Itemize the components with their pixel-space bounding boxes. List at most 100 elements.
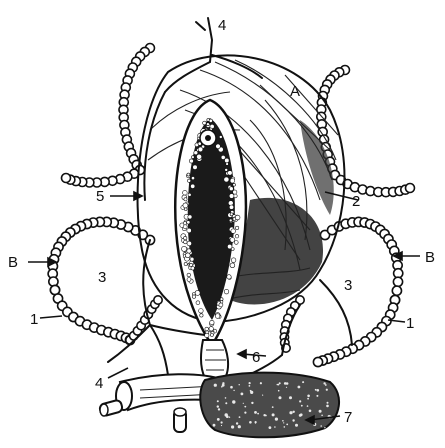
- stipple-dot: [299, 400, 301, 402]
- stipple-dot: [260, 382, 262, 384]
- stipple-dot: [244, 406, 246, 408]
- granule: [188, 193, 191, 196]
- stipple-dot: [274, 426, 276, 428]
- stipple-dot: [244, 412, 246, 414]
- stipple-dot: [316, 395, 318, 397]
- granule: [230, 238, 235, 243]
- stipple-dot: [218, 408, 220, 410]
- stipple-dot: [225, 413, 228, 416]
- granule: [231, 258, 236, 263]
- bead-cell: [406, 184, 415, 193]
- stipple-dot: [327, 402, 329, 404]
- granule: [230, 263, 235, 268]
- granule: [185, 253, 190, 258]
- stipple-dot: [249, 382, 251, 384]
- granule: [192, 295, 195, 298]
- stipple-dot: [278, 384, 280, 386]
- granule: [184, 240, 188, 244]
- stipple-dot: [286, 424, 288, 426]
- stipple-dot: [283, 422, 284, 423]
- label-1-left: 1: [30, 311, 38, 328]
- granule: [210, 320, 214, 324]
- granule: [230, 179, 235, 184]
- stipple-dot: [326, 405, 329, 408]
- bead-cell: [393, 277, 402, 286]
- stipple-dot: [214, 384, 217, 387]
- stipple-dot: [254, 411, 257, 414]
- stipple-dot: [213, 424, 216, 427]
- stipple-dot: [236, 422, 238, 424]
- granule: [195, 290, 200, 295]
- granule: [205, 333, 209, 337]
- granule: [190, 263, 193, 266]
- granule: [225, 158, 230, 163]
- stipple-dot: [286, 382, 289, 385]
- bead-cell: [49, 277, 58, 286]
- granule: [216, 144, 221, 149]
- stipple-dot: [275, 418, 278, 421]
- stipple-dot: [249, 421, 252, 424]
- stipple-dot: [307, 395, 310, 398]
- granule: [193, 165, 198, 170]
- bead-cell: [154, 296, 162, 304]
- stipple-dot: [255, 422, 256, 423]
- granule: [194, 151, 198, 155]
- granule: [230, 213, 233, 216]
- stipple-dot: [319, 410, 322, 413]
- stipple-dot: [221, 425, 222, 426]
- granule: [229, 219, 232, 222]
- granule: [184, 262, 187, 265]
- bead-cell: [313, 357, 322, 366]
- granule: [203, 121, 207, 125]
- stipple-dot: [221, 421, 223, 423]
- stipple-dot: [225, 397, 227, 399]
- stipple-dot: [251, 402, 253, 404]
- label-b-left: B: [8, 254, 18, 271]
- granule: [233, 183, 236, 186]
- label-6: 6: [252, 349, 260, 366]
- stipple-dot: [289, 396, 292, 399]
- stipple-dot: [286, 387, 287, 388]
- stipple-dot: [278, 390, 280, 392]
- granule: [234, 241, 238, 245]
- stipple-dot: [239, 384, 240, 385]
- stipple-dot: [222, 385, 224, 387]
- granule: [235, 234, 239, 238]
- stipple-dot: [225, 402, 227, 404]
- granule: [205, 327, 209, 331]
- granule: [192, 156, 195, 159]
- granule: [235, 215, 240, 220]
- stipple-dot: [326, 389, 328, 391]
- central-sac: [175, 100, 246, 383]
- granule: [188, 215, 192, 219]
- label-4-bottom: 4: [95, 375, 103, 392]
- granule: [209, 119, 212, 122]
- stipple-dot: [279, 396, 282, 399]
- granule: [183, 203, 188, 208]
- stipple-dot: [249, 385, 251, 387]
- granule: [228, 171, 233, 176]
- granule: [206, 123, 209, 126]
- granule: [200, 314, 203, 317]
- stipple-dot: [307, 398, 309, 400]
- granule: [183, 190, 188, 195]
- granule: [199, 309, 204, 314]
- granule: [235, 226, 238, 229]
- granule: [198, 147, 203, 152]
- granule: [227, 275, 231, 279]
- bead-cell: [62, 174, 71, 183]
- stipple-dot: [315, 389, 317, 391]
- stipple-dot: [307, 405, 309, 407]
- stipple-dot: [323, 382, 325, 384]
- stipple-dot: [265, 415, 267, 417]
- label-b-right: B: [425, 249, 435, 266]
- stipple-dot: [229, 417, 230, 418]
- granule: [184, 236, 187, 239]
- stipple-dot: [262, 395, 263, 396]
- granule: [196, 301, 200, 305]
- granule: [229, 194, 234, 199]
- stipple-dot: [232, 400, 235, 403]
- granule: [209, 327, 213, 331]
- stipple-dot: [257, 413, 259, 415]
